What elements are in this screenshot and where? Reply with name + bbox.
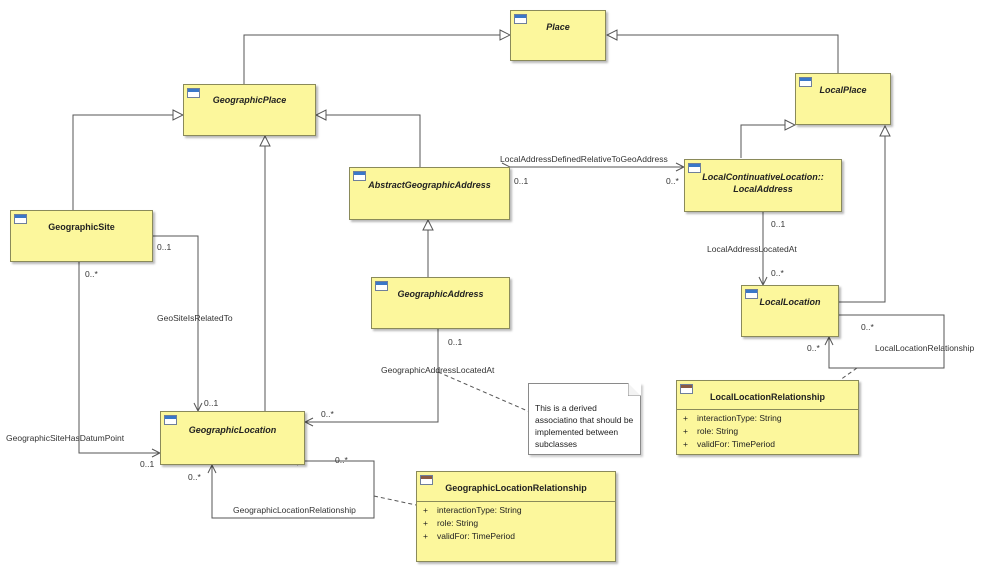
association-name: GeographicLocationRelationship xyxy=(233,505,356,515)
association-name: LocalLocationRelationship xyxy=(875,343,975,353)
association-locallocation-relationship-line xyxy=(829,315,945,369)
class-geographiclocationrelationship[interactable]: GeographicLocationRelationship +interact… xyxy=(416,471,616,562)
class-locallocationrelationship[interactable]: LocalLocationRelationship +interactionTy… xyxy=(676,380,859,455)
generalization-abstractaddress-geographicplace xyxy=(316,115,421,167)
multiplicity: 0..1 xyxy=(204,398,219,408)
class-localcontinuativelocation-localaddress[interactable]: LocalContinuativeLocation:: LocalAddress xyxy=(684,159,842,212)
association-class-icon xyxy=(420,475,433,485)
class-name: GeographicAddress xyxy=(397,289,484,299)
class-name: GeographicLocation xyxy=(188,425,277,435)
multiplicity: 0..1 xyxy=(514,176,529,186)
association-class-icon xyxy=(680,384,693,394)
class-name: LocalPlace xyxy=(819,85,867,95)
class-name: GeographicPlace xyxy=(212,95,287,105)
class-localplace[interactable]: LocalPlace xyxy=(795,73,891,125)
note-text: This is a derived associatino that shoul… xyxy=(535,403,634,449)
attribute-row: +validFor: TimePeriod xyxy=(683,439,775,449)
association-name: GeographicSiteHasDatumPoint xyxy=(6,433,125,443)
class-geographicsite[interactable]: GeographicSite xyxy=(10,210,153,262)
attribute-row: +role: String xyxy=(423,518,479,528)
class-name: AbstractGeographicAddress xyxy=(368,180,491,190)
note-anchor-line xyxy=(437,371,531,413)
class-divider xyxy=(677,409,858,410)
association-class-link-local xyxy=(839,367,858,381)
multiplicity: 0..* xyxy=(321,409,334,419)
class-icon xyxy=(375,281,388,291)
generalization-locallocation-localplace xyxy=(839,126,885,303)
multiplicity: 0..* xyxy=(666,176,679,186)
association-geosite-datum-point-line xyxy=(79,262,160,453)
class-geographicaddress[interactable]: GeographicAddress xyxy=(371,277,510,329)
class-name: LocalLocationRelationship xyxy=(709,392,825,402)
class-icon xyxy=(688,163,701,173)
note-derived-association[interactable]: This is a derived associatino that shoul… xyxy=(528,383,641,455)
class-locallocation[interactable]: LocalLocation xyxy=(741,285,839,337)
multiplicity: 0..1 xyxy=(140,459,155,469)
multiplicity: 0..* xyxy=(335,455,348,465)
note-fold-icon xyxy=(628,383,641,396)
class-icon xyxy=(164,415,177,425)
generalization-geographicsite-geographicplace xyxy=(72,115,183,210)
association-geolocation-relationship-line xyxy=(212,461,375,519)
class-icon xyxy=(14,214,27,224)
class-divider xyxy=(417,501,615,502)
class-name: GeographicSite xyxy=(48,222,115,232)
generalization-geographicplace-place xyxy=(243,35,510,84)
attribute-row: +interactionType: String xyxy=(683,413,782,423)
class-name-line2: LocalAddress xyxy=(733,184,793,194)
generalization-localplace-place xyxy=(607,35,839,73)
attribute-row: +interactionType: String xyxy=(423,505,522,515)
class-name: LocalLocation xyxy=(759,297,821,307)
attribute-row: +validFor: TimePeriod xyxy=(423,531,515,541)
multiplicity: 0..* xyxy=(85,269,98,279)
generalization-localaddress-localplace xyxy=(740,125,795,158)
class-name: Place xyxy=(546,22,570,32)
class-name: GeographicLocationRelationship xyxy=(445,483,587,493)
association-geoaddress-located-at-line xyxy=(305,328,438,422)
association-name: LocalAddressDefinedRelativeToGeoAddress xyxy=(500,154,668,164)
class-icon xyxy=(799,77,812,87)
multiplicity: 0..* xyxy=(771,268,784,278)
multiplicity: 0..1 xyxy=(157,242,172,252)
multiplicity: 0..1 xyxy=(448,337,463,347)
association-name: GeoSiteIsRelatedTo xyxy=(157,313,233,323)
attribute-row: +role: String xyxy=(683,426,739,436)
class-geographiclocation[interactable]: GeographicLocation xyxy=(160,411,305,465)
class-name-line1: LocalContinuativeLocation:: xyxy=(702,172,824,182)
association-class-link-geographic xyxy=(373,495,417,506)
class-icon xyxy=(187,88,200,98)
class-icon xyxy=(353,171,366,181)
multiplicity: 0..1 xyxy=(771,219,786,229)
multiplicity: 0..* xyxy=(188,472,201,482)
association-name: GeographicAddressLocatedAt xyxy=(381,365,495,375)
class-place[interactable]: Place xyxy=(510,10,606,61)
multiplicity: 0..* xyxy=(807,343,820,353)
class-icon xyxy=(514,14,527,24)
association-geosite-related-to-line xyxy=(153,236,198,411)
class-icon xyxy=(745,289,758,299)
multiplicity: 0..* xyxy=(861,322,874,332)
class-abstractgeographicaddress[interactable]: AbstractGeographicAddress xyxy=(349,167,510,220)
class-geographicplace[interactable]: GeographicPlace xyxy=(183,84,316,136)
association-name: LocalAddressLocatedAt xyxy=(707,244,797,254)
